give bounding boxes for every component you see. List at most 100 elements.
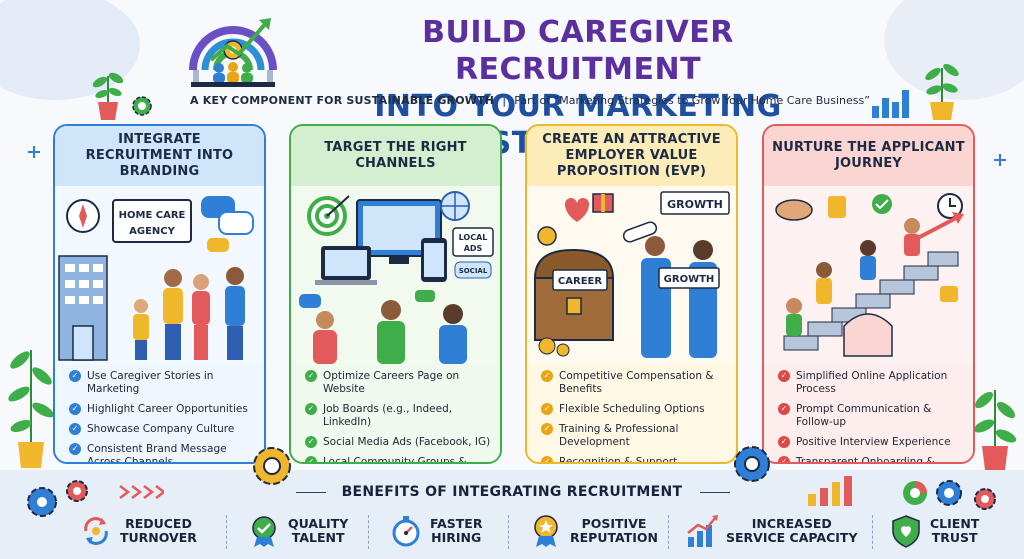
benefit-label: FASTER HIRING [430,516,483,545]
column-title: INTEGRATE RECRUITMENT INTO BRANDING [55,126,264,186]
gear-icon [132,96,152,116]
gear-icon [936,480,962,506]
local-label: LOCAL [459,233,488,242]
column-evp: CREATE AN ATTRACTIVE EMPLOYER VALUE PROP… [525,124,738,464]
list-item: ✓Competitive Compensation & Benefits [541,370,728,396]
stopwatch-icon [392,516,420,547]
people-with-phones-icon [313,300,467,364]
benefit-label: INCREASED SERVICE CAPACITY [726,516,858,545]
check-icon: ✓ [541,403,553,415]
column-applicant-journey: NURTURE THE APPLICANT JOURNEY ✓Simplifie… [762,124,975,464]
column-list: ✓Optimize Careers Page on Website ✓Job B… [291,364,500,462]
journey-illustration [764,186,973,364]
benefit-label: CLIENT TRUST [930,516,980,545]
column-title: CREATE AN ATTRACTIVE EMPLOYER VALUE PROP… [527,126,736,186]
subtitle-part: Part of “Marketing Strategies to Grow Yo… [514,94,870,107]
check-icon: ✓ [778,403,790,415]
archway-logo-icon [189,18,277,87]
check-icon: ✓ [778,370,790,382]
gear-icon [974,488,996,510]
benefit-label: POSITIVE REPUTATION [570,516,659,545]
benefit-client-trust: CLIENT TRUST [888,511,979,551]
check-icon: ✓ [541,423,553,435]
page-subtitle: A KEY COMPONENT FOR SUSTAINABLE GROWTH|P… [180,94,880,107]
bar-chart-icon [872,90,909,118]
family-group-icon [133,267,245,360]
list-item: ✓Optimize Careers Page on Website [305,370,492,396]
gear-icon [734,446,770,482]
potted-plant-icon [92,72,124,120]
list-item: ✓Flexible Scheduling Options [541,403,728,416]
gear-icon [253,447,291,485]
check-icon: ✓ [69,423,81,435]
gear-icon [66,480,88,502]
check-icon: ✓ [305,456,317,462]
title-line-1: BUILD CAREGIVER RECRUITMENT [422,15,734,87]
sparkle-icon [28,146,40,158]
list-item: ✓Simplified Online Application Process [778,370,965,396]
column-title: NURTURE THE APPLICANT JOURNEY [764,126,973,186]
list-item: ✓Local Community Groups & Forums [305,456,492,462]
divider [872,515,873,549]
potted-plant-icon [973,390,1017,470]
divider [508,515,509,549]
divider [668,515,669,549]
branding-illustration: HOME CARE AGENCY [55,186,264,364]
chat-bubble-icon [299,294,321,308]
potted-plant-icon [8,350,54,468]
list-item: ✓Consistent Brand Message Across Channel… [69,443,256,462]
list-item: ✓Training & Professional Development [541,423,728,449]
potted-plant-icon [925,63,959,120]
check-icon: ✓ [778,456,790,462]
handshake-icon [775,199,813,221]
list-item: ✓Job Boards (e.g., Indeed, LinkedIn) [305,403,492,429]
check-icon: ✓ [541,370,553,382]
heart-icon [565,198,589,222]
arrow-line-right [700,492,730,493]
target-icon [307,195,350,236]
star-medal-icon [534,515,558,547]
treasure-chest-icon [533,248,615,357]
check-icon: ✓ [69,370,81,382]
benefits-title: BENEFITS OF INTEGRATING RECRUITMENT [341,484,683,500]
benefit-reduced-turnover: REDUCED TURNOVER [78,511,197,551]
list-item: ✓Recognition & Support Programs [541,456,728,462]
benefit-increased-capacity: INCREASED SERVICE CAPACITY [684,511,858,551]
check-icon: ✓ [305,370,317,382]
check-icon: ✓ [778,436,790,448]
sparkle-icon [994,154,1006,166]
column-list: ✓Simplified Online Application Process ✓… [764,364,973,462]
column-target-channels: TARGET THE RIGHT CHANNELS LOCAL ADS SOCI… [289,124,502,464]
growth-sign-top: GROWTH [667,198,723,211]
gear-icon [27,487,57,517]
check-icon: ✓ [305,403,317,415]
career-sign: CAREER [558,276,602,287]
recycle-icon [84,517,108,545]
divider [226,515,227,549]
benefit-faster-hiring: FASTER HIRING [388,511,482,551]
diploma-icon [622,221,658,243]
benefit-label: REDUCED TURNOVER [120,516,197,545]
column-integrate-branding: INTEGRATE RECRUITMENT INTO BRANDING HOME… [53,124,266,464]
list-item: ✓Highlight Career Opportunities [69,403,256,416]
pie-chart-icon [903,481,927,505]
growth-chart-icon [687,515,718,547]
benefit-quality-talent: QUALITY TALENT [246,511,348,551]
medal-icon [537,226,557,246]
list-item: ✓Social Media Ads (Facebook, IG) [305,436,492,449]
chevrons-right-icon [119,485,164,499]
list-item: ✓Positive Interview Experience [778,436,965,449]
column-title: TARGET THE RIGHT CHANNELS [291,126,500,186]
check-icon: ✓ [541,456,553,462]
sign-label-agency: AGENCY [129,226,175,237]
channels-illustration: LOCAL ADS SOCIAL [291,186,500,364]
divider [368,515,369,549]
list-item: ✓Showcase Company Culture [69,423,256,436]
list-item: ✓Prompt Communication & Follow-up [778,403,965,429]
badge-check-icon [252,516,276,547]
arrow-line-left [296,492,326,493]
climbing-people-icon [786,218,920,336]
growth-sign-held: GROWTH [664,274,715,285]
column-list: ✓Competitive Compensation & Benefits ✓Fl… [527,364,736,462]
shield-heart-icon [892,515,920,548]
